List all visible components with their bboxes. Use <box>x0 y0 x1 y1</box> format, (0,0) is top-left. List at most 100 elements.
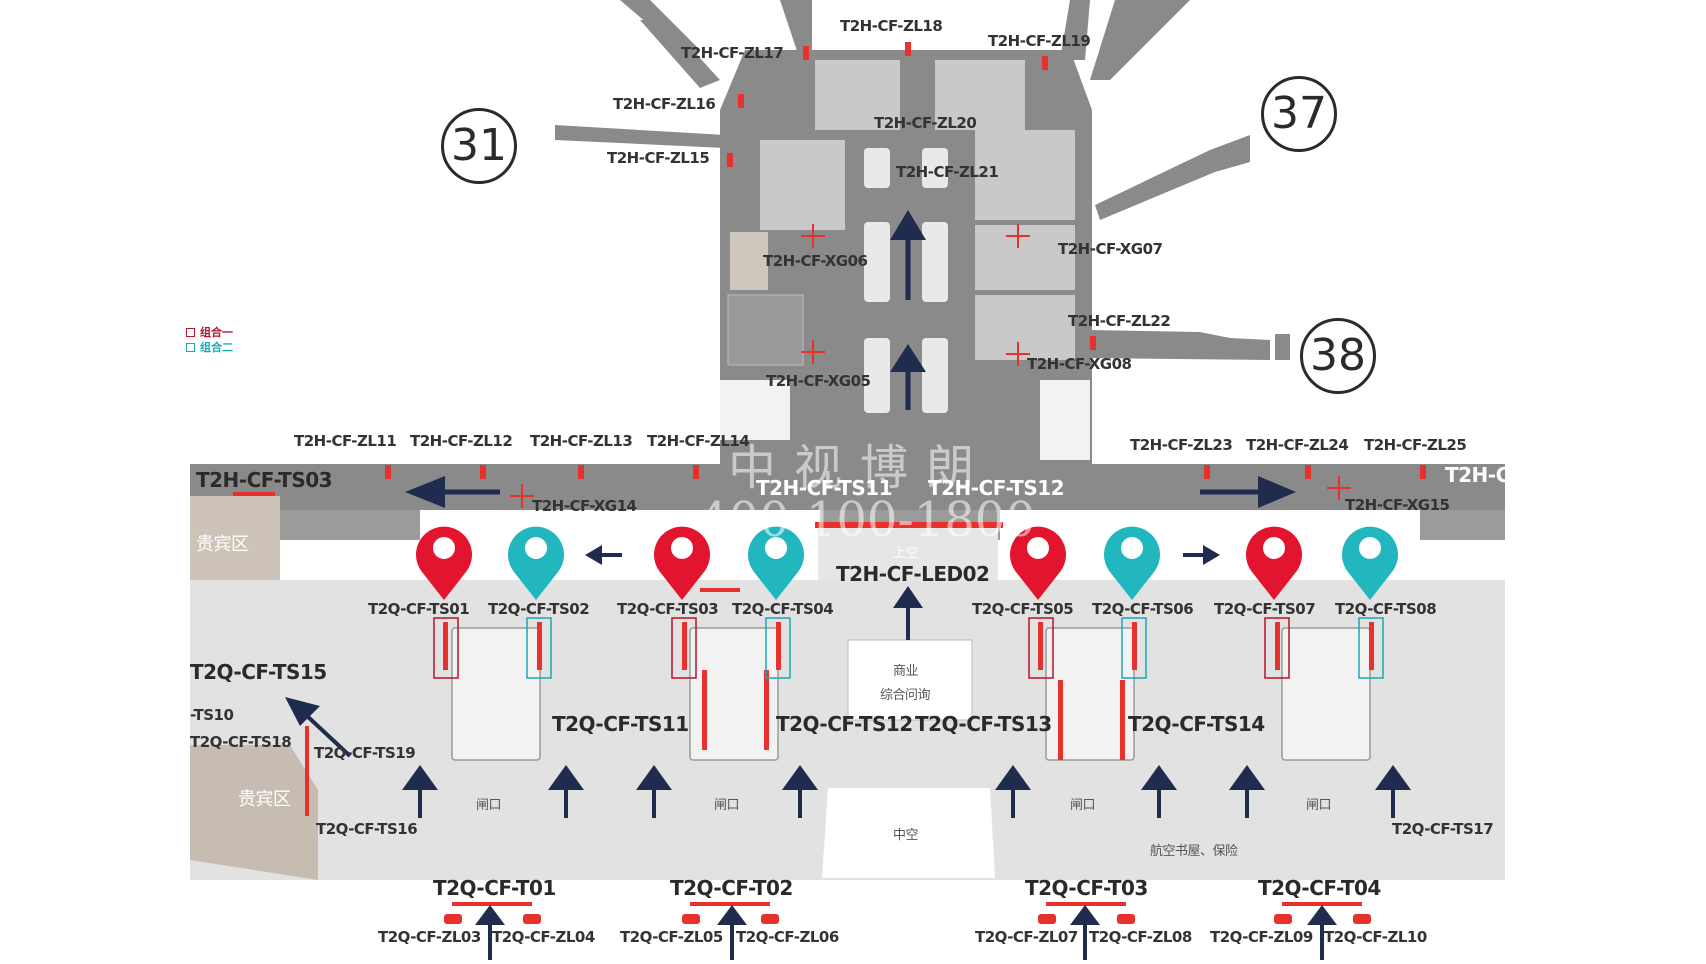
label-t04: T2Q-CF-T04 <box>1258 876 1381 900</box>
label-zl17: T2H-CF-ZL17 <box>681 44 784 62</box>
label-zl06: T2Q-CF-ZL06 <box>736 928 839 946</box>
label-ts17: T2Q-CF-TS17 <box>1392 820 1494 838</box>
label-zl21: T2H-CF-ZL21 <box>896 163 999 181</box>
label-zl19: T2H-CF-ZL19 <box>988 32 1091 50</box>
label-zl09: T2Q-CF-ZL09 <box>1210 928 1313 946</box>
label-ts03: T2Q-CF-TS03 <box>617 600 719 618</box>
service-block <box>727 294 804 366</box>
label-xg07: T2H-CF-XG07 <box>1058 240 1163 258</box>
label-t02: T2Q-CF-T02 <box>670 876 793 900</box>
label-zl23: T2H-CF-ZL23 <box>1130 436 1233 454</box>
label-ts11: T2Q-CF-TS11 <box>552 712 689 736</box>
business-box <box>847 639 973 721</box>
white-block <box>720 380 790 440</box>
label-ts13: T2Q-CF-TS13 <box>915 712 1052 736</box>
label-vip-bottom: 贵宾区 <box>238 789 291 810</box>
label-zl24: T2H-CF-ZL24 <box>1246 436 1349 454</box>
label-zl11: T2H-CF-ZL11 <box>294 432 397 450</box>
legend-combo-2: 组合二 <box>186 339 233 355</box>
label-ts05: T2Q-CF-TS05 <box>972 600 1074 618</box>
label-zl05: T2Q-CF-ZL05 <box>620 928 723 946</box>
label-xg15: T2H-CF-XG15 <box>1345 496 1450 514</box>
small-room <box>730 232 768 290</box>
label-ts18: T2Q-CF-TS18 <box>190 733 292 751</box>
label-books: 航空书屋、保险 <box>1150 844 1238 859</box>
label-business2: 综合问询 <box>880 688 931 703</box>
label-zl08: T2Q-CF-ZL08 <box>1089 928 1192 946</box>
label-zl20: T2H-CF-ZL20 <box>874 114 977 132</box>
gate-31: 31 <box>441 108 517 184</box>
label-void-top: 上空 <box>893 546 919 561</box>
corridor <box>190 464 1505 510</box>
label-zl18: T2H-CF-ZL18 <box>840 17 943 35</box>
teal-pin-2[interactable] <box>740 516 812 602</box>
label-zl12: T2H-CF-ZL12 <box>410 432 513 450</box>
void-top-box <box>818 526 998 586</box>
ad-strips <box>233 42 1426 924</box>
label-zl22: T2H-CF-ZL22 <box>1068 312 1171 330</box>
teal-pin-3[interactable] <box>1096 516 1168 602</box>
label-gate-area-4: 闸口 <box>1306 798 1332 813</box>
label-ts15: T2Q-CF-TS15 <box>190 660 327 684</box>
label-ts12: T2Q-CF-TS12 <box>776 712 913 736</box>
label-zl14: T2H-CF-ZL14 <box>647 432 750 450</box>
label-zl13: T2H-CF-ZL13 <box>530 432 633 450</box>
label-xg05: T2H-CF-XG05 <box>766 372 871 390</box>
label-gate-area-1: 闸口 <box>476 798 502 813</box>
label-xg14: T2H-CF-XG14 <box>532 497 637 515</box>
flow-arrows <box>285 210 1296 758</box>
label-zl04: T2Q-CF-ZL04 <box>492 928 595 946</box>
label-ts08: T2Q-CF-TS08 <box>1335 600 1437 618</box>
label-ts19: T2Q-CF-TS19 <box>314 744 416 762</box>
label-void-bottom: 中空 <box>893 828 919 843</box>
label-xg08: T2H-CF-XG08 <box>1027 355 1132 373</box>
white-block-right <box>1040 380 1090 460</box>
xg-markers <box>510 224 1351 508</box>
label-h-ts03: T2H-CF-TS03 <box>196 468 333 492</box>
up-arrows <box>402 765 1411 960</box>
label-zl07: T2Q-CF-ZL07 <box>975 928 1078 946</box>
label-ts01: T2Q-CF-TS01 <box>368 600 470 618</box>
combo-boxes <box>433 617 1384 679</box>
red-pin-2[interactable] <box>646 516 718 602</box>
label-zl15: T2H-CF-ZL15 <box>607 149 710 167</box>
label-ts07: T2Q-CF-TS07 <box>1214 600 1316 618</box>
label-ts02: T2Q-CF-TS02 <box>488 600 590 618</box>
watermark-phone: 400-100-1800 <box>698 492 1036 548</box>
legend-combo-1: 组合一 <box>186 324 233 340</box>
label-gate-area-3: 闸口 <box>1070 798 1096 813</box>
seating-top <box>760 60 1075 360</box>
vip-bottom-area <box>190 745 318 880</box>
label-h-ts11: T2H-CF-TS11 <box>756 476 893 500</box>
label-t01: T2Q-CF-T01 <box>433 876 556 900</box>
moving-walks <box>864 148 948 413</box>
label-ts04: T2Q-CF-TS04 <box>732 600 834 618</box>
red-pin-4[interactable] <box>1238 516 1310 602</box>
security-lanes <box>451 627 1371 761</box>
label-t03: T2Q-CF-T03 <box>1025 876 1148 900</box>
label-zl16: T2H-CF-ZL16 <box>613 95 716 113</box>
label-ts06: T2Q-CF-TS06 <box>1092 600 1194 618</box>
void-bottom <box>822 788 995 878</box>
red-pin-1[interactable] <box>408 516 480 602</box>
red-pin-3[interactable] <box>1002 516 1074 602</box>
gate-37: 37 <box>1261 76 1337 152</box>
label-zl03: T2Q-CF-ZL03 <box>378 928 481 946</box>
label-xg06: T2H-CF-XG06 <box>763 252 868 270</box>
gate-38: 38 <box>1300 318 1376 394</box>
watermark-name: 中视博朗 <box>728 440 993 496</box>
pier-branches <box>555 0 1290 360</box>
label-gate-area-2: 闸口 <box>714 798 740 813</box>
label-vip-top: 贵宾区 <box>196 534 249 555</box>
teal-pin-4[interactable] <box>1334 516 1406 602</box>
label-h-ts12: T2H-CF-TS12 <box>928 476 1065 500</box>
teal-pin-1[interactable] <box>500 516 572 602</box>
label-zl25: T2H-CF-ZL25 <box>1364 436 1467 454</box>
label-business: 商业 <box>893 664 919 679</box>
vip-top-box <box>190 496 280 582</box>
label-h-cut: T2H-C <box>1445 463 1510 487</box>
label-ts10: -TS10 <box>190 706 234 724</box>
label-zl10: T2Q-CF-ZL10 <box>1324 928 1427 946</box>
